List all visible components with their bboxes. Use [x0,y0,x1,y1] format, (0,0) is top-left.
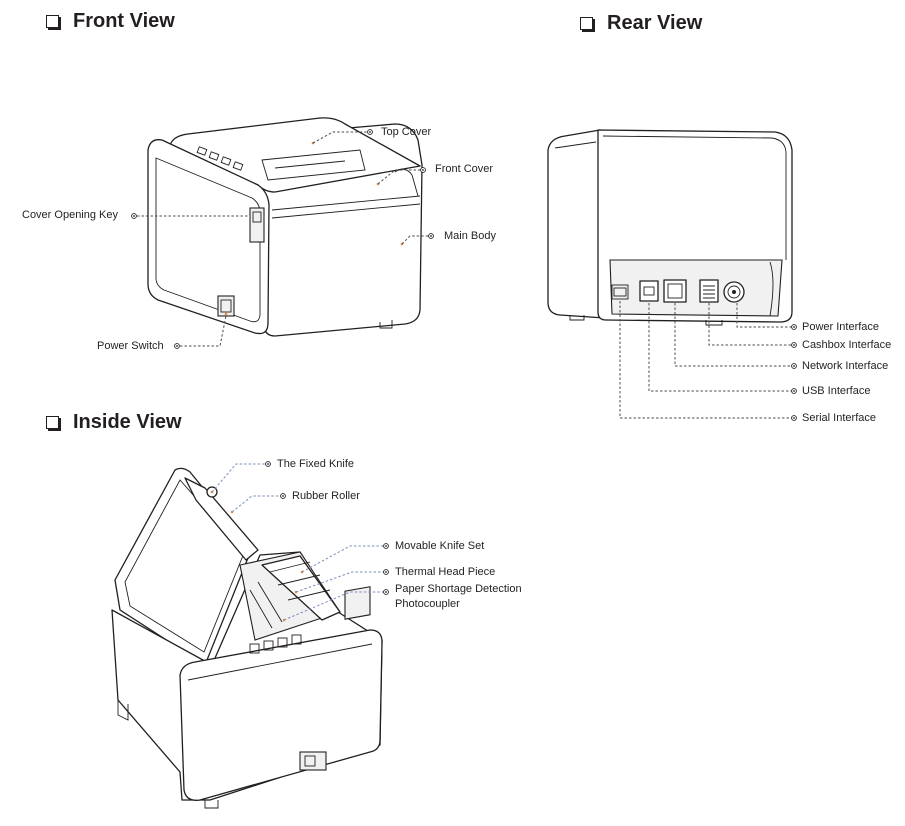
usb-port-shape [639,280,659,302]
rear-printer-drawing [547,129,793,326]
label-main-body: Main Body [444,230,496,242]
rear-view-title: Rear View [580,12,702,35]
rear-leader-lines [619,301,797,421]
inside-view-title: Inside View [46,411,182,434]
label-serial-interface: Serial Interface [802,412,876,424]
label-network-interface: Network Interface [802,360,889,372]
inside-printer-drawing [111,467,383,809]
inside-view-title-text: Inside View [73,411,182,433]
front-printer-drawing [147,117,423,337]
label-rubber-roller: Rubber Roller [292,490,360,502]
power-switch-shape [217,295,235,317]
label-paper-shortage-line2: Photocoupler [395,598,460,610]
label-power-interface: Power Interface [802,321,880,333]
cover-opening-key-shape [249,207,265,243]
cashbox-port-shape [699,279,719,303]
label-paper-shortage-line1: Paper Shortage Detection [395,583,522,595]
serial-port-shape [611,284,629,300]
front-panel-buttons [196,146,244,171]
label-usb-interface: USB Interface [802,385,871,397]
checkbox-icon [46,416,59,429]
label-front-cover: Front Cover [435,163,494,175]
inside-panel-buttons [249,634,302,654]
network-port-shape [663,279,687,303]
front-view-title: Front View [46,10,175,33]
label-top-cover: Top Cover [381,126,432,138]
label-cashbox-interface: Cashbox Interface [802,339,892,351]
rear-view-title-text: Rear View [607,12,703,34]
checkbox-icon [46,15,59,28]
label-cover-opening-key: Cover Opening Key [22,209,118,221]
label-power-switch: Power Switch [97,340,164,352]
inside-leader-lines [211,461,389,621]
front-leader-lines [131,129,434,349]
front-view-title-text: Front View [73,10,175,32]
label-thermal-head-piece: Thermal Head Piece [395,566,496,578]
inside-power-switch [299,751,327,771]
power-port-shape [723,281,745,303]
rear-port-recess [609,259,783,317]
label-fixed-knife: The Fixed Knife [277,458,355,470]
label-movable-knife-set: Movable Knife Set [395,540,485,552]
checkbox-icon [580,17,593,30]
